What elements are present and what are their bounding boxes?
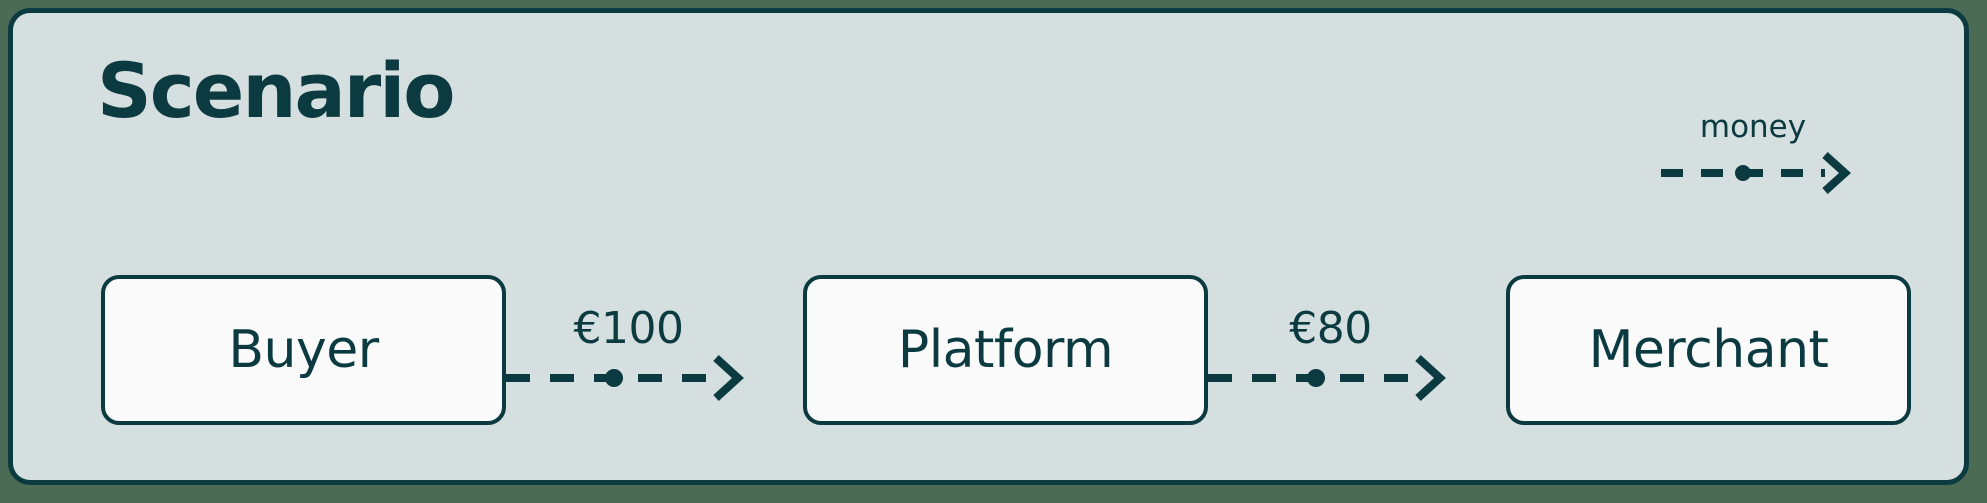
edge-buyer-to-platform-arrow-icon xyxy=(506,355,744,401)
scenario-panel: Scenario money Buyer Platform Merchant €… xyxy=(8,8,1969,485)
node-buyer[interactable]: Buyer xyxy=(101,275,506,425)
node-merchant-label: Merchant xyxy=(1588,320,1829,380)
edge-platform-to-merchant: €80 xyxy=(1208,303,1453,403)
edge-platform-to-merchant-arrow-icon xyxy=(1208,355,1446,401)
node-platform-label: Platform xyxy=(897,320,1114,380)
node-buyer-label: Buyer xyxy=(228,320,379,380)
edge-buyer-to-platform-label: €100 xyxy=(573,303,684,354)
edge-buyer-to-platform: €100 xyxy=(506,303,751,403)
legend-arrow-icon xyxy=(1661,152,1851,194)
legend: money xyxy=(1659,109,1871,195)
legend-label-money: money xyxy=(1699,109,1807,145)
page-title: Scenario xyxy=(97,46,455,135)
node-merchant[interactable]: Merchant xyxy=(1506,275,1911,425)
node-platform[interactable]: Platform xyxy=(803,275,1208,425)
edge-platform-to-merchant-label: €80 xyxy=(1289,303,1372,354)
